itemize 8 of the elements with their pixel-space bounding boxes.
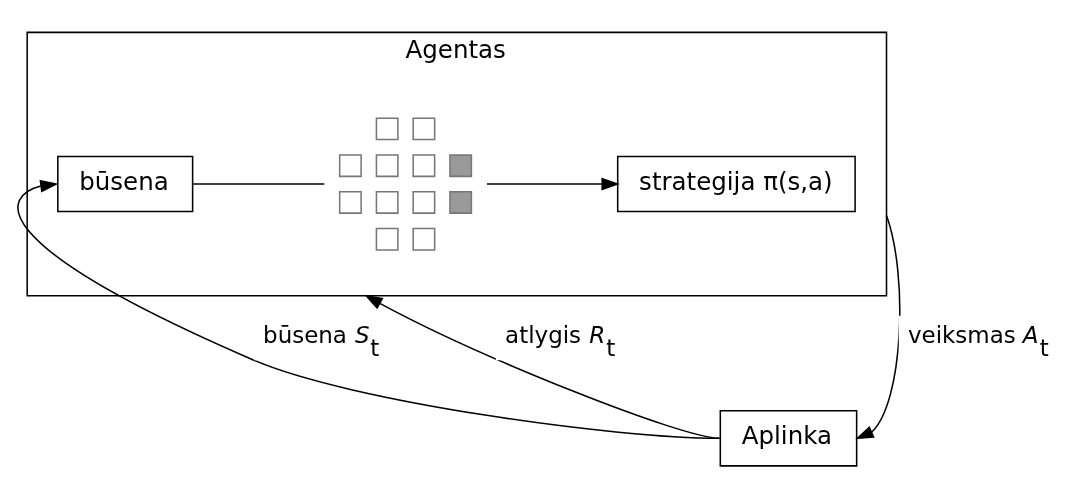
arrow <box>17 179 721 439</box>
arrow <box>364 294 721 439</box>
arrow <box>486 177 620 190</box>
node-box: būsena <box>57 155 194 212</box>
arrow <box>855 214 901 439</box>
connector <box>192 182 325 185</box>
node-box: strategija π(s,a) <box>616 155 856 212</box>
node-box: Aplinka <box>719 409 858 467</box>
